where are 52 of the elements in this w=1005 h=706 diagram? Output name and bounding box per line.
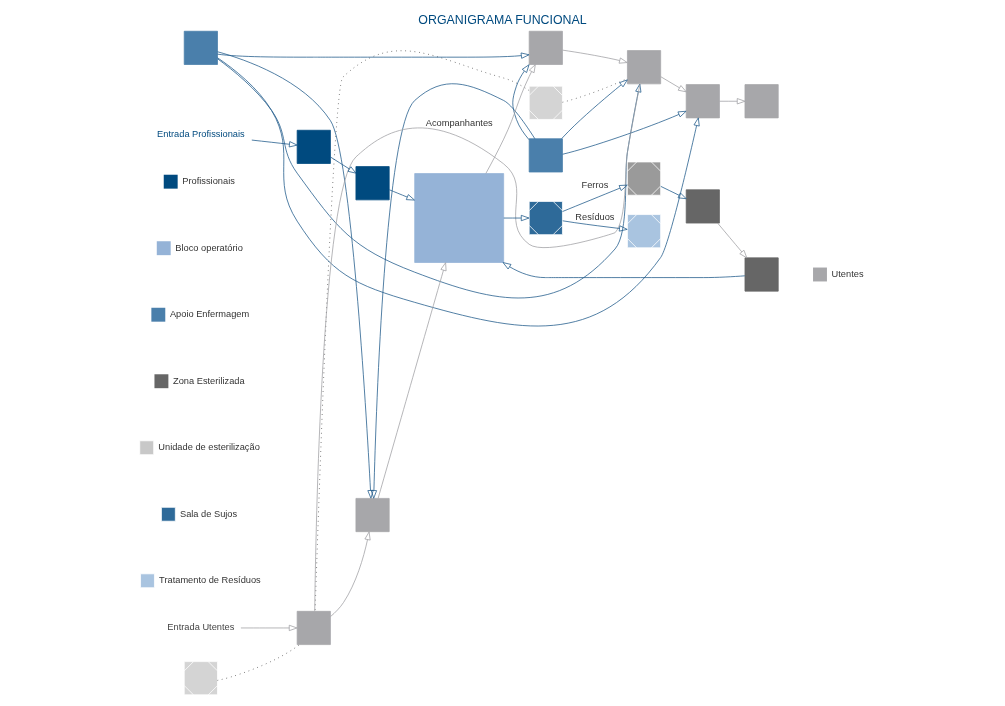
node-box — [627, 50, 662, 85]
arrow — [217, 51, 374, 499]
node-box — [685, 189, 720, 224]
arrow — [370, 83, 536, 499]
node-box — [685, 84, 720, 119]
arrow — [330, 156, 357, 174]
edge-label: Ferros — [581, 180, 609, 191]
arrow — [240, 624, 298, 632]
arrow — [562, 184, 628, 212]
arrow — [561, 79, 628, 139]
arrow — [512, 64, 530, 141]
node-box — [355, 498, 390, 533]
legend-label: Bloco operatório — [175, 242, 243, 253]
arrow — [502, 262, 746, 278]
legend-label: Utentes — [831, 268, 864, 279]
connector — [314, 83, 641, 612]
node-box — [414, 173, 505, 263]
arrow — [217, 57, 700, 327]
node-box — [744, 84, 779, 119]
arrow — [717, 222, 748, 259]
arrow — [251, 139, 298, 148]
arrow — [377, 262, 447, 499]
node-box — [528, 30, 563, 65]
node-box — [744, 257, 779, 292]
legend-label: Tratamento de Resíduos — [159, 575, 261, 586]
legend-label: Zona Esterilizada — [173, 375, 245, 386]
arrow — [330, 531, 371, 617]
arrow — [562, 49, 628, 64]
arrow — [660, 76, 687, 93]
arrow — [485, 64, 536, 174]
node-box — [355, 166, 390, 201]
legend-label: Sala de Sujos — [179, 508, 238, 519]
diagram-title: ORGANIGRAMA FUNCIONAL — [418, 13, 587, 28]
node-box — [296, 129, 331, 164]
legend-label: Unidade de esterilização — [158, 442, 260, 453]
node-text: Entrada Profissionais — [157, 128, 245, 139]
edge-label: Resíduos — [575, 212, 615, 223]
arrow — [388, 189, 415, 201]
arrow — [660, 185, 687, 200]
arrow — [562, 220, 628, 232]
legend-label: Apoio Enfermagem — [169, 309, 250, 320]
node-box — [528, 138, 563, 173]
arrow — [503, 214, 530, 222]
node-box — [296, 610, 331, 645]
node-text: Entrada Utentes — [167, 622, 235, 633]
node-box — [183, 30, 218, 65]
arrow — [562, 110, 687, 155]
arrow — [217, 58, 642, 299]
arrow — [217, 52, 530, 59]
edge-label: Acompanhantes — [425, 117, 493, 128]
arrow — [719, 98, 746, 105]
legend-label: Profissionais — [182, 176, 235, 187]
